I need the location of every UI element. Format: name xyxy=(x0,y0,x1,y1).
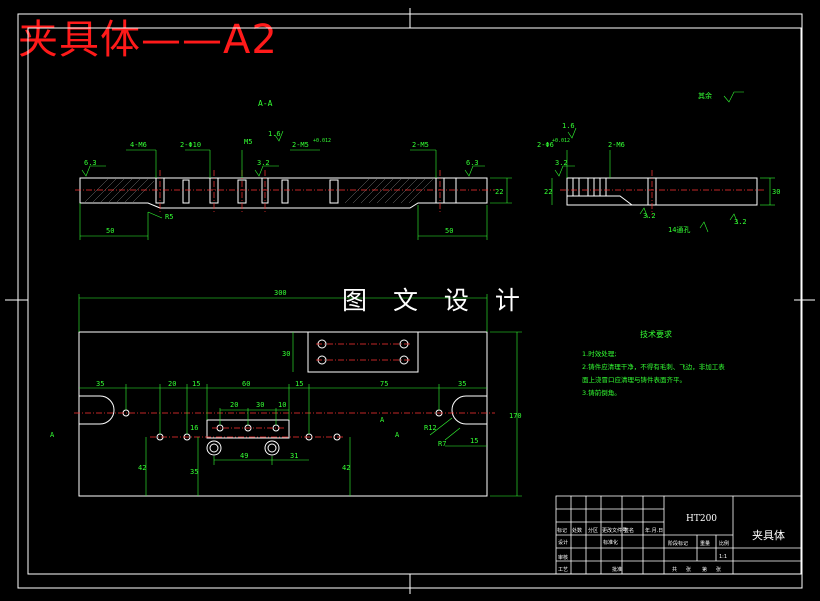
section-mark-left: A xyxy=(50,431,55,439)
tb-change-no: 更改文件号 xyxy=(602,527,627,534)
roughness-6-3-right: 6.3 xyxy=(466,159,479,167)
drawing-title: 夹具体——A2 xyxy=(18,17,278,63)
tb-design: 设计 xyxy=(558,539,568,546)
tech-item-2: 2.铸件应清理干净，不得有毛刺、飞边，非加工表 xyxy=(582,362,725,371)
dim-49: 49 xyxy=(240,452,248,460)
dim-m5: M5 xyxy=(244,138,252,146)
dim-4m6: 4-M6 xyxy=(130,141,147,149)
through-hole-note: 14通孔 xyxy=(668,225,690,234)
tb-part-name: 夹具体 xyxy=(752,528,785,542)
tolerance-a: +0.012 xyxy=(313,138,331,144)
section-label: A-A xyxy=(258,99,273,108)
dim-r5: R5 xyxy=(165,213,173,221)
roughness-1-6: 1.6 xyxy=(268,130,281,138)
roughness-side-3-2-b: 3.2 xyxy=(643,212,656,220)
dim-overall-300: 300 xyxy=(274,289,287,297)
tb-mark: 标记 xyxy=(557,527,567,534)
tb-sheet-a: 张 xyxy=(686,566,691,573)
dim-15-a: 15 xyxy=(192,380,200,388)
dim-v-30: 30 xyxy=(282,350,290,358)
watermark-text: 图 文 设 计 xyxy=(342,286,529,315)
tb-material: HT200 xyxy=(686,514,717,524)
section-hatching xyxy=(83,178,434,204)
technical-requirements: 技术要求 1.时效处理; 2.铸件应清理干净，不得有毛刺、飞边，非加工表 面上浇… xyxy=(582,329,725,397)
dim-side-22: 22 xyxy=(544,188,552,196)
tech-heading: 技术要求 xyxy=(640,329,672,339)
tech-item-3: 面上浇冒口应清理与铸件表面齐平。 xyxy=(582,375,686,384)
dim-right-50: 50 xyxy=(445,227,453,235)
dim-15-b: 15 xyxy=(295,380,303,388)
dim-60: 60 xyxy=(242,380,250,388)
tb-sheet-b: 张 xyxy=(716,566,721,573)
tb-review: 审核 xyxy=(558,554,568,561)
tb-weight: 重量 xyxy=(700,540,710,547)
dim-insert-10: 10 xyxy=(278,401,286,409)
tb-stage: 阶段标记 xyxy=(668,540,688,547)
dim-2phi6: 2-Φ6 xyxy=(537,141,554,149)
tb-ratio: 比例 xyxy=(719,540,729,547)
dim-r12: R12 xyxy=(424,424,437,432)
dim-20: 20 xyxy=(168,380,176,388)
tolerance-b: +0.012 xyxy=(552,138,570,144)
dim-v-16: 16 xyxy=(190,424,198,432)
right-slot xyxy=(451,395,487,425)
dim-r7: R7 xyxy=(438,440,446,448)
tech-item-1: 1.时效处理; xyxy=(582,349,616,358)
title-block: 标记 处数 分区 更改文件号 签名 年.月.日 设计 标准化 审核 工艺 批准 … xyxy=(555,495,802,575)
roughness-3-2: 3.2 xyxy=(257,159,270,167)
dim-15-c: 15 xyxy=(470,437,478,445)
tb-standardization: 标准化 xyxy=(603,539,618,546)
roughness-side-1-6: 1.6 xyxy=(562,122,575,130)
dim-v-35: 35 xyxy=(190,468,198,476)
section-mark-mid2: A xyxy=(395,431,400,439)
dim-v-42-right: 42 xyxy=(342,464,350,472)
dim-v-170: 170 xyxy=(509,412,522,420)
roughness-side-3-2-a: 3.2 xyxy=(555,159,568,167)
dim-left-50: 50 xyxy=(106,227,114,235)
plate-outline xyxy=(78,331,488,497)
dim-2m5-b: 2-M5 xyxy=(412,141,429,149)
tb-date: 年.月.日 xyxy=(645,527,663,534)
section-view: A-A xyxy=(75,99,512,240)
left-slot xyxy=(79,395,115,425)
tb-number: 第 xyxy=(702,566,707,573)
roughness-6-3-left: 6.3 xyxy=(84,159,97,167)
tb-sign: 签名 xyxy=(624,527,634,534)
dim-35-right: 35 xyxy=(458,380,466,388)
side-view: 2-Φ6 2-M6 22 30 1.6 3.2 3.2 3.2 +0.012 1… xyxy=(537,91,780,234)
dim-v-42-left: 42 xyxy=(138,464,146,472)
dim-2m6: 2-M6 xyxy=(608,141,625,149)
tb-total: 共 xyxy=(672,566,677,573)
dim-75: 75 xyxy=(380,380,388,388)
tb-approve: 批准 xyxy=(612,566,622,573)
dim-2phi10: 2-Φ10 xyxy=(180,141,201,149)
dim-height-22: 22 xyxy=(495,188,503,196)
roughness-side-3-2-c: 3.2 xyxy=(734,218,747,226)
tb-process: 工艺 xyxy=(558,567,568,573)
drawing-frame xyxy=(5,8,815,594)
top-insert xyxy=(307,331,419,373)
dim-insert-30: 30 xyxy=(256,401,264,409)
dim-31: 31 xyxy=(290,452,298,460)
plan-view: 300 35 20 15 60 15 75 35 20 30 10 49 31 … xyxy=(50,289,522,497)
tech-item-4: 3.铸前倒角。 xyxy=(582,388,621,397)
dim-35-left: 35 xyxy=(96,380,104,388)
section-mark-mid: A xyxy=(380,416,385,424)
dim-2m5-a: 2-M5 xyxy=(292,141,309,149)
corner-note: 其余 xyxy=(698,91,712,100)
dim-side-30: 30 xyxy=(772,188,780,196)
tb-count: 处数 xyxy=(572,527,582,534)
tb-scale: 1:1 xyxy=(719,554,727,560)
dim-insert-20: 20 xyxy=(230,401,238,409)
tb-zone: 分区 xyxy=(588,527,598,534)
